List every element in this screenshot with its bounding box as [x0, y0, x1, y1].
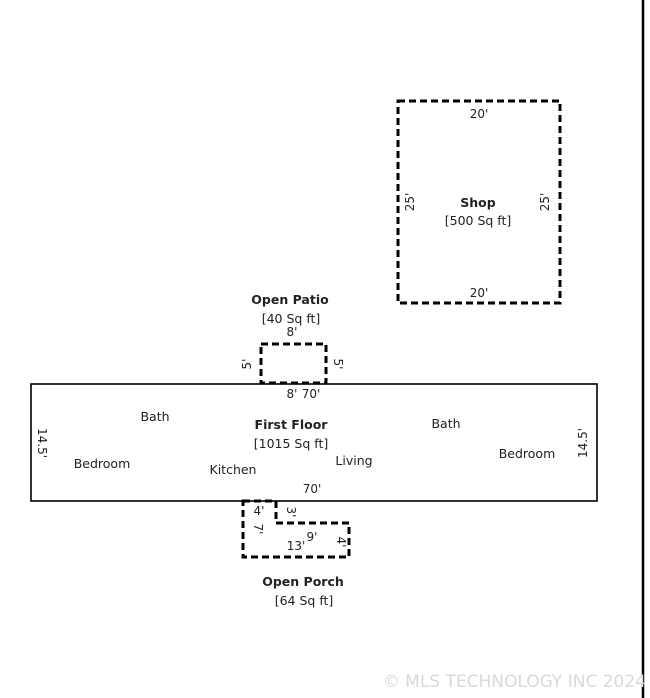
first-floor-room: 70' 70' 14.5' 14.5' First Floor [1015 Sq…	[30, 383, 598, 502]
first-floor-name: First Floor	[255, 417, 329, 432]
open-patio-room: Open Patio [40 Sq ft] 8' 5' 5' 8'	[240, 292, 345, 401]
shop-name: Shop	[460, 195, 495, 210]
first-floor-dim-right: 14.5'	[576, 428, 590, 458]
porch-dim-7: 7'	[251, 524, 265, 535]
first-floor-outline	[30, 383, 598, 502]
patio-outline	[259, 342, 328, 385]
shop-dim-top: 20'	[470, 107, 489, 121]
first-floor-dim-bottom: 70'	[303, 482, 322, 496]
room-living: Living	[335, 453, 372, 468]
patio-dim-right: 5'	[331, 359, 345, 370]
copyright-watermark: © MLS TECHNOLOGY INC 2024	[383, 672, 646, 692]
porch-dim-4-right: 4'	[334, 537, 348, 548]
porch-dim-4-top: 4'	[254, 504, 265, 518]
first-floor-dim-left: 14.5'	[35, 428, 49, 458]
open-porch-room: 4' 3' 7' 9' 4' 13' Open Porch [64 Sq ft]	[241, 499, 351, 608]
shop-area: [500 Sq ft]	[445, 213, 512, 228]
shop-dim-bottom: 20'	[470, 286, 489, 300]
porch-outline	[241, 499, 351, 559]
porch-dim-3: 3'	[284, 507, 298, 518]
room-kitchen: Kitchen	[210, 462, 257, 477]
porch-area: [64 Sq ft]	[275, 593, 334, 608]
shop-dim-right: 25'	[538, 193, 552, 212]
porch-name: Open Porch	[262, 574, 344, 589]
shop-room: 20' 20' 25' 25' Shop [500 Sq ft]	[396, 99, 562, 305]
patio-name: Open Patio	[251, 292, 329, 307]
room-bedroom-left: Bedroom	[74, 456, 131, 471]
porch-dim-13: 13'	[287, 539, 306, 553]
shop-outline	[396, 99, 562, 305]
patio-dim-bottom: 8'	[287, 387, 298, 401]
room-bedroom-right: Bedroom	[499, 446, 556, 461]
room-bath-left: Bath	[140, 409, 169, 424]
patio-dim-top: 8'	[287, 325, 298, 339]
patio-dim-left: 5'	[240, 359, 254, 370]
room-bath-right: Bath	[431, 416, 460, 431]
first-floor-dim-top: 70'	[302, 387, 321, 401]
shop-dim-left: 25'	[403, 193, 417, 212]
patio-area: [40 Sq ft]	[262, 311, 321, 326]
first-floor-area: [1015 Sq ft]	[254, 436, 328, 451]
porch-dim-9: 9'	[307, 530, 318, 544]
